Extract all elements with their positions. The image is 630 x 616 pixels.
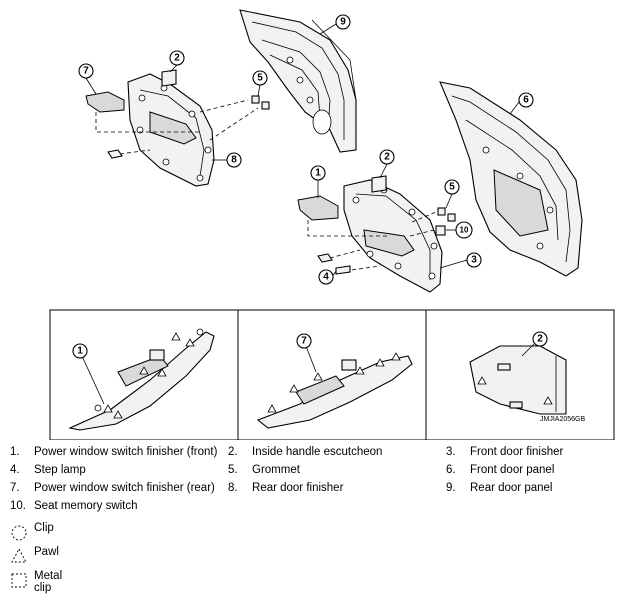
front-door-panel [439, 81, 583, 277]
svg-text:5: 5 [449, 182, 455, 193]
svg-text:6: 6 [523, 95, 529, 106]
rear-grommets [199, 95, 270, 141]
svg-text:4: 4 [323, 272, 329, 283]
callout-10: 10 [446, 221, 473, 239]
step-lamp [335, 265, 381, 275]
svg-text:2: 2 [384, 152, 390, 163]
rear-switch-finisher [85, 91, 200, 133]
svg-text:7: 7 [83, 66, 89, 77]
metal-clip-icon [11, 573, 27, 588]
detail-box-escutcheon: 2 [425, 309, 615, 440]
front-screw [317, 249, 361, 263]
svg-text:2: 2 [537, 334, 543, 345]
drawing-code: JMJIA2056GB [540, 416, 586, 423]
front-door-finisher [343, 179, 443, 293]
exploded-door-diagram: 1 2 2 3 4 5 5 6 7 8 9 10 1 7 [49, 9, 615, 440]
pawl-icon [11, 548, 27, 563]
rear-inside-handle-escutcheon [161, 69, 177, 87]
callout-5-front: 5 [444, 179, 460, 209]
svg-text:3: 3 [471, 255, 477, 266]
callout-2-rear: 2 [169, 50, 185, 73]
callout-5-rear: 5 [252, 70, 268, 97]
callout-9: 9 [319, 14, 351, 35]
callout-2-front: 2 [379, 149, 395, 179]
svg-text:5: 5 [257, 73, 263, 84]
callout-3: 3 [439, 252, 482, 269]
detail-box-rear-switch: 7 [237, 309, 427, 440]
svg-text:10: 10 [460, 226, 469, 235]
rear-door-panel [239, 9, 357, 153]
detail-box-front-switch: 1 [49, 309, 239, 440]
callout-7: 7 [78, 63, 97, 95]
clip-icon [11, 525, 27, 541]
rear-screw [107, 149, 151, 159]
front-inside-handle-escutcheon [371, 175, 387, 193]
callout-6: 6 [509, 92, 534, 115]
callout-8: 8 [212, 152, 242, 168]
svg-text:9: 9 [340, 17, 346, 28]
front-switch-finisher [297, 195, 390, 237]
callout-4: 4 [318, 269, 337, 285]
svg-text:1: 1 [77, 346, 83, 357]
callout-1: 1 [310, 165, 326, 198]
rear-door-finisher [127, 73, 215, 187]
seat-memory-switch [409, 225, 446, 237]
svg-text:7: 7 [301, 336, 307, 347]
front-grommets [411, 207, 456, 223]
legend: 1.Power window switch finisher (front) 2… [10, 446, 564, 594]
svg-text:8: 8 [231, 155, 237, 166]
svg-text:1: 1 [315, 168, 321, 179]
svg-text:2: 2 [174, 53, 180, 64]
